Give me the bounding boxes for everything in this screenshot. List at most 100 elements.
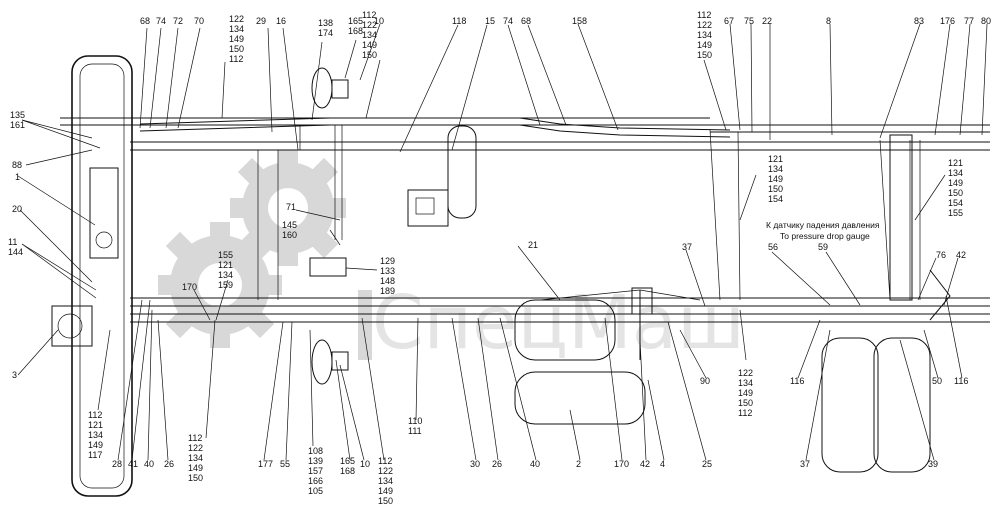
callout-c122-134-149-150-112-a-0: 122 <box>229 14 244 24</box>
callout-c72: 72 <box>173 16 183 26</box>
callout-c21: 21 <box>528 240 538 250</box>
callout-c88: 88 <box>12 160 22 170</box>
callout-c116b: 116 <box>954 376 968 386</box>
callout-c135-161-1: 161 <box>10 120 25 130</box>
callout-c112-122-134-149-150-c-3: 149 <box>188 463 203 473</box>
callout-c165-168-b-0: 165 <box>340 456 355 466</box>
callout-c176: 176 <box>940 16 955 26</box>
callout-c155-121-134-159-3: 159 <box>218 280 233 290</box>
callout-c170b: 170 <box>614 459 629 469</box>
callout-c112-121-134-149-117-4: 117 <box>88 450 102 460</box>
callout-c129-133-148-189-2: 148 <box>380 276 395 286</box>
callout-c116a: 116 <box>790 376 804 386</box>
callout-c155-121-134-159-2: 134 <box>218 270 233 280</box>
pressure-gauge-note-en: To pressure drop gauge <box>780 231 870 241</box>
callout-c110-111-0: 110 <box>408 416 422 426</box>
callout-c121-134-149-150-154-4: 154 <box>768 194 783 204</box>
callout-c90: 90 <box>700 376 710 386</box>
callout-c112-121-134-149-117-2: 134 <box>88 430 103 440</box>
air-lines <box>139 117 921 360</box>
callout-c122-134-149-150-112-b-2: 149 <box>738 388 753 398</box>
callout-c122-134-149-150-112-a-2: 149 <box>229 34 244 44</box>
callout-c112-122-134-149-150-c-0: 112 <box>188 433 202 443</box>
callout-c165-168-b-1: 168 <box>340 466 355 476</box>
callout-c121-134-149-150-154-0: 121 <box>768 154 783 164</box>
callout-c110-111-1: 111 <box>408 426 422 436</box>
callout-c121-134-149-150-154-155-5: 155 <box>948 208 963 218</box>
callout-c121-134-149-150-154-155-2: 149 <box>948 178 963 188</box>
callout-c10a: 10 <box>374 16 384 26</box>
callout-c56: 56 <box>768 242 778 252</box>
frame-crossmember <box>889 134 913 301</box>
callout-c108-139-157-166-105-3: 166 <box>308 476 323 486</box>
pressure-regulator <box>309 257 347 277</box>
callout-c112-122-134-149-150-b-0: 112 <box>697 10 711 20</box>
receiver-tank-small <box>447 125 477 219</box>
callout-c20: 20 <box>12 204 22 214</box>
callout-c145-160-1: 160 <box>282 230 297 240</box>
callout-c40a: 40 <box>144 459 154 469</box>
gas-cylinders <box>821 337 931 473</box>
callout-c42a: 42 <box>956 250 966 260</box>
callout-c74b: 74 <box>503 16 513 26</box>
callout-c26b: 26 <box>492 459 502 469</box>
watermark-bar <box>358 290 372 360</box>
callout-c112-122-134-149-150-b-1: 122 <box>697 20 712 30</box>
callout-c112-122-134-149-150-d-3: 149 <box>378 486 393 496</box>
leader-lines <box>17 23 988 461</box>
watermark-text: СпецМаш <box>372 280 745 366</box>
callout-c76: 76 <box>936 250 946 260</box>
callout-c138-174-1: 174 <box>318 28 333 38</box>
callout-c122-134-149-150-112-a-1: 134 <box>229 24 244 34</box>
callout-c37b: 37 <box>800 459 810 469</box>
callout-c177: 177 <box>258 459 273 469</box>
callout-c80: 80 <box>981 16 991 26</box>
callout-c112-122-134-149-150-a-4: 150 <box>362 50 377 60</box>
callout-c121-134-149-150-154-2: 149 <box>768 174 783 184</box>
brake-chamber-upper <box>311 67 349 109</box>
callout-c112-122-134-149-150-b-3: 149 <box>697 40 712 50</box>
callout-c39: 39 <box>928 459 938 469</box>
callout-c158: 158 <box>572 16 587 26</box>
callout-c112-121-134-149-117-3: 149 <box>88 440 103 450</box>
callout-c165-168-a-0: 165 <box>348 16 363 26</box>
callout-c155-121-134-159-0: 155 <box>218 250 233 260</box>
callout-c16: 16 <box>276 16 286 26</box>
callout-c108-139-157-166-105-4: 105 <box>308 486 323 496</box>
callout-c42b: 42 <box>640 459 650 469</box>
callout-c170a: 170 <box>182 282 197 292</box>
callout-c112-122-134-149-150-b-4: 150 <box>697 50 712 60</box>
receiver-tank-main <box>514 299 646 425</box>
callout-c77: 77 <box>964 16 974 26</box>
callout-c25: 25 <box>702 459 712 469</box>
callout-c112-122-134-149-150-c-4: 150 <box>188 473 203 483</box>
callout-c28: 28 <box>112 459 122 469</box>
callout-c112-121-134-149-117-0: 112 <box>88 410 102 420</box>
callout-c3: 3 <box>12 370 17 380</box>
rear-bracket <box>929 269 951 321</box>
callout-c112-122-134-149-150-d-0: 112 <box>378 456 392 466</box>
callout-c112-121-134-149-117-1: 121 <box>88 420 103 430</box>
callout-c11-144-1: 144 <box>8 247 23 257</box>
pressure-gauge-note-ru: К датчику падения давления <box>766 220 880 230</box>
callout-c112-122-134-149-150-d-4: 150 <box>378 496 393 506</box>
callout-c112-122-134-149-150-a-1: 122 <box>362 20 377 30</box>
compressor <box>51 305 93 347</box>
steering-booster <box>89 167 119 259</box>
callout-c22: 22 <box>762 16 772 26</box>
callout-c75: 75 <box>744 16 754 26</box>
front-wheel <box>71 55 133 497</box>
callout-c121-134-149-150-154-155-3: 150 <box>948 188 963 198</box>
callout-c122-134-149-150-112-b-3: 150 <box>738 398 753 408</box>
watermark-logo <box>158 150 372 360</box>
callout-c121-134-149-150-154-3: 150 <box>768 184 783 194</box>
callout-c8: 8 <box>826 16 831 26</box>
callout-c71: 71 <box>286 202 296 212</box>
callout-c74a: 74 <box>156 16 166 26</box>
callout-c11-144-0: 11 <box>8 237 17 247</box>
brake-valve <box>407 189 449 227</box>
callout-c122-134-149-150-112-b-0: 122 <box>738 368 753 378</box>
callout-c112-122-134-149-150-d-1: 122 <box>378 466 393 476</box>
